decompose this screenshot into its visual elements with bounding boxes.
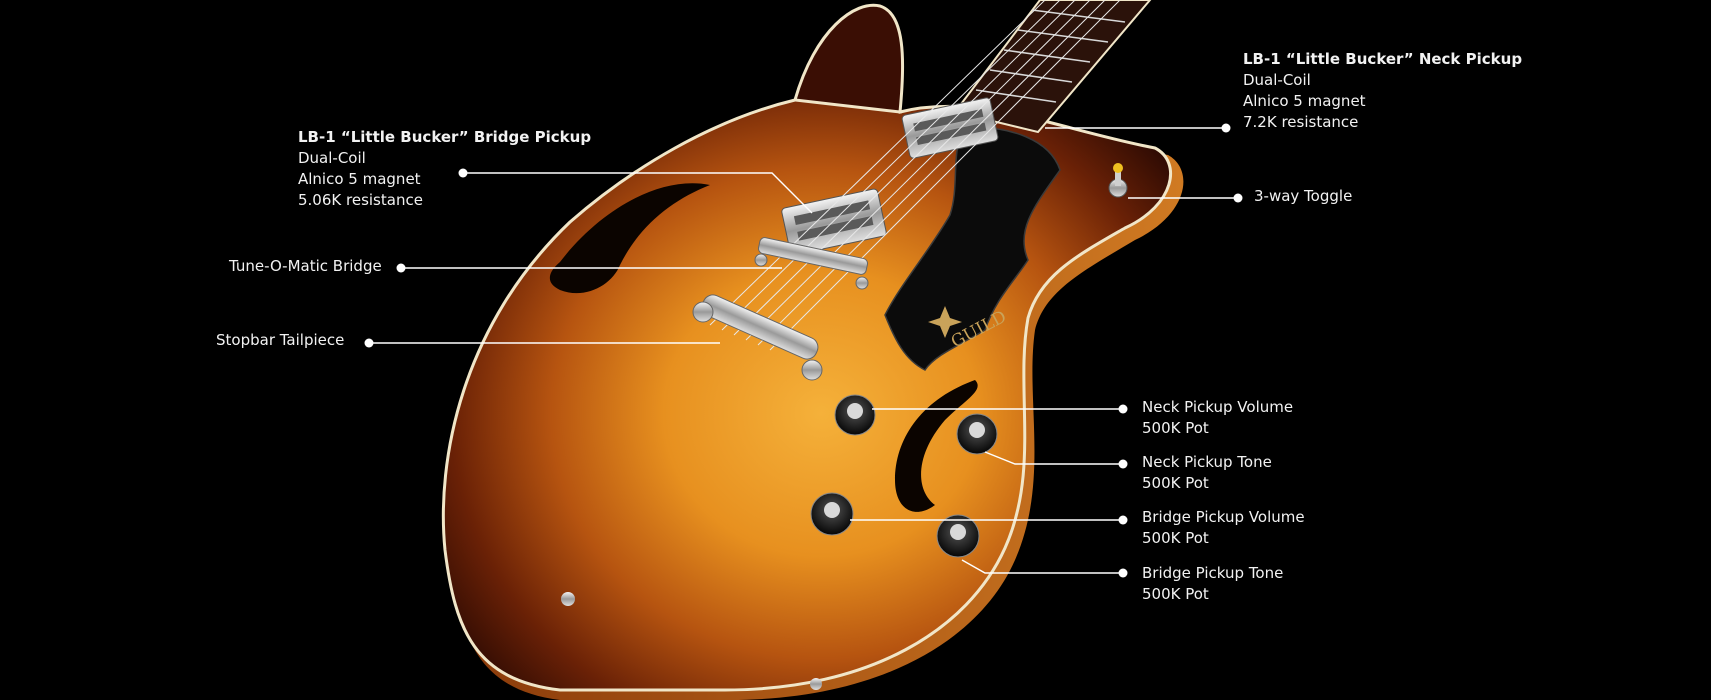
neck-pickup-spec-1: Dual-Coil <box>1243 71 1311 89</box>
leader-lines <box>364 123 1243 578</box>
bridge-volume-spec: 500K Pot <box>1142 529 1209 547</box>
bridge-volume-label: Bridge Pickup Volume <box>1142 508 1305 526</box>
fret-wires <box>975 9 1126 103</box>
bridge-label: Tune-O-Matic Bridge <box>229 257 382 275</box>
bridge-pickup-spec-2: Alnico 5 magnet <box>298 170 421 188</box>
neck-pickup-spec-2: Alnico 5 magnet <box>1243 92 1366 110</box>
leader-dot-bridge-pickup <box>458 168 468 178</box>
callout-neck-volume: Neck Pickup Volume 500K Pot <box>1142 397 1293 439</box>
callout-bridge-tone: Bridge Pickup Tone 500K Pot <box>1142 563 1283 605</box>
leader-dot-bridge-volume <box>1118 515 1128 525</box>
strap-button <box>561 592 575 606</box>
leader-dot-tailpiece <box>364 338 374 348</box>
tailpiece-label: Stopbar Tailpiece <box>216 331 345 349</box>
callout-neck-tone: Neck Pickup Tone 500K Pot <box>1142 452 1272 494</box>
callout-bridge: Tune-O-Matic Bridge <box>229 256 382 277</box>
callout-bridge-pickup: LB-1 “Little Bucker” Bridge Pickup Dual-… <box>298 127 591 211</box>
f-hole-left <box>549 183 710 294</box>
bridge-tone-spec: 500K Pot <box>1142 585 1209 603</box>
toggle-switch <box>1108 163 1128 198</box>
leader-bridge-pickup <box>463 172 813 214</box>
neck-pickup-title: LB-1 “Little Bucker” Neck Pickup <box>1243 50 1523 68</box>
knob-neck-tone <box>956 413 998 455</box>
f-hole-right <box>895 380 978 512</box>
leader-neck-tone <box>984 451 1123 465</box>
guitar-strings <box>709 0 1121 351</box>
leader-dot-toggle <box>1233 193 1243 203</box>
output-jack <box>810 678 822 690</box>
leader-bridge-tone <box>961 559 1123 574</box>
bridge-pickup-spec-1: Dual-Coil <box>298 149 366 167</box>
neck-pickup-spec-3: 7.2K resistance <box>1243 113 1359 131</box>
callout-neck-pickup: LB-1 “Little Bucker” Neck Pickup Dual-Co… <box>1243 49 1522 133</box>
bridge-pickup-title: LB-1 “Little Bucker” Bridge Pickup <box>298 128 592 146</box>
leader-dot-neck-pickup <box>1221 123 1231 133</box>
tune-o-matic-bridge <box>754 237 869 290</box>
neck-tone-spec: 500K Pot <box>1142 474 1209 492</box>
callout-tailpiece: Stopbar Tailpiece <box>216 330 344 351</box>
leader-dot-neck-tone <box>1118 459 1128 469</box>
knob-bridge-volume <box>810 492 854 536</box>
knob-bridge-tone <box>936 514 980 558</box>
neck-volume-label: Neck Pickup Volume <box>1142 398 1294 416</box>
leader-dot-bridge <box>396 263 406 273</box>
leader-dot-bridge-tone <box>1118 568 1128 578</box>
stopbar-tailpiece <box>692 294 823 381</box>
knob-neck-volume <box>834 394 876 436</box>
neck-volume-spec: 500K Pot <box>1142 419 1209 437</box>
bridge-tone-label: Bridge Pickup Tone <box>1142 564 1284 582</box>
neck-tone-label: Neck Pickup Tone <box>1142 453 1272 471</box>
toggle-label: 3-way Toggle <box>1254 187 1353 205</box>
callout-toggle: 3-way Toggle <box>1254 186 1352 207</box>
bridge-pickup-spec-3: 5.06K resistance <box>298 191 423 209</box>
leader-dot-neck-volume <box>1118 404 1128 414</box>
pickguard <box>884 126 1061 371</box>
bridge-pickup <box>781 188 887 256</box>
callout-bridge-volume: Bridge Pickup Volume 500K Pot <box>1142 507 1305 549</box>
guitar-upper-horn <box>793 3 905 114</box>
